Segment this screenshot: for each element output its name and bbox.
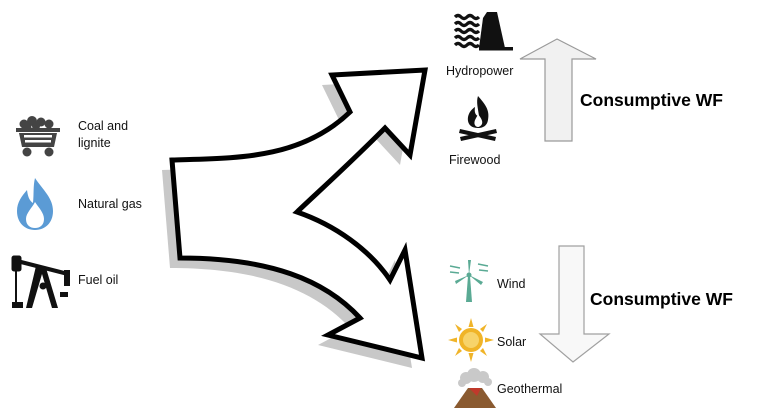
- upper-consumptive-wf-label: Consumptive WF: [580, 90, 723, 110]
- solar-label: Solar: [497, 335, 527, 349]
- down-arrow: [538, 245, 611, 363]
- oil-pump-icon: [11, 255, 70, 308]
- dam-icon: [453, 12, 513, 51]
- coal-label-line2: lignite: [78, 136, 111, 150]
- campfire-icon: [459, 96, 497, 141]
- wind-turbine-icon: [449, 260, 489, 302]
- up-arrow: [519, 38, 597, 142]
- coal-cart-icon: [16, 116, 60, 157]
- volcano-icon: [454, 368, 496, 408]
- lower-consumptive-wf-label: Consumptive WF: [590, 289, 733, 309]
- sun-icon: [448, 318, 494, 362]
- wind-label: Wind: [497, 277, 526, 291]
- firewood-label: Firewood: [449, 153, 501, 167]
- coal-label-line1: Coal and: [78, 119, 129, 133]
- oil-label: Fuel oil: [78, 273, 119, 287]
- forked-arrow-body: [169, 67, 429, 362]
- hydro-label: Hydropower: [446, 64, 514, 78]
- coal-label: Coal and lignite: [78, 118, 128, 152]
- geothermal-label: Geothermal: [497, 382, 563, 396]
- gas-label: Natural gas: [78, 197, 142, 211]
- gas-flame-icon: [17, 178, 53, 230]
